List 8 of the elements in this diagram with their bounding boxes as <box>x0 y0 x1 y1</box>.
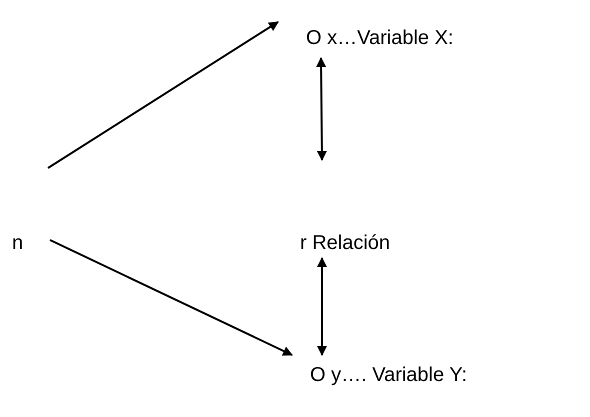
arrow <box>47 21 279 169</box>
double-arrow <box>317 257 327 356</box>
arrow <box>50 239 293 356</box>
double-arrow <box>316 57 327 161</box>
node-label: n <box>12 231 24 255</box>
node-label: r Relación <box>300 231 390 255</box>
node-label: O y…. Variable Y: <box>310 363 468 387</box>
node-label: O x…Variable X: <box>306 26 454 50</box>
